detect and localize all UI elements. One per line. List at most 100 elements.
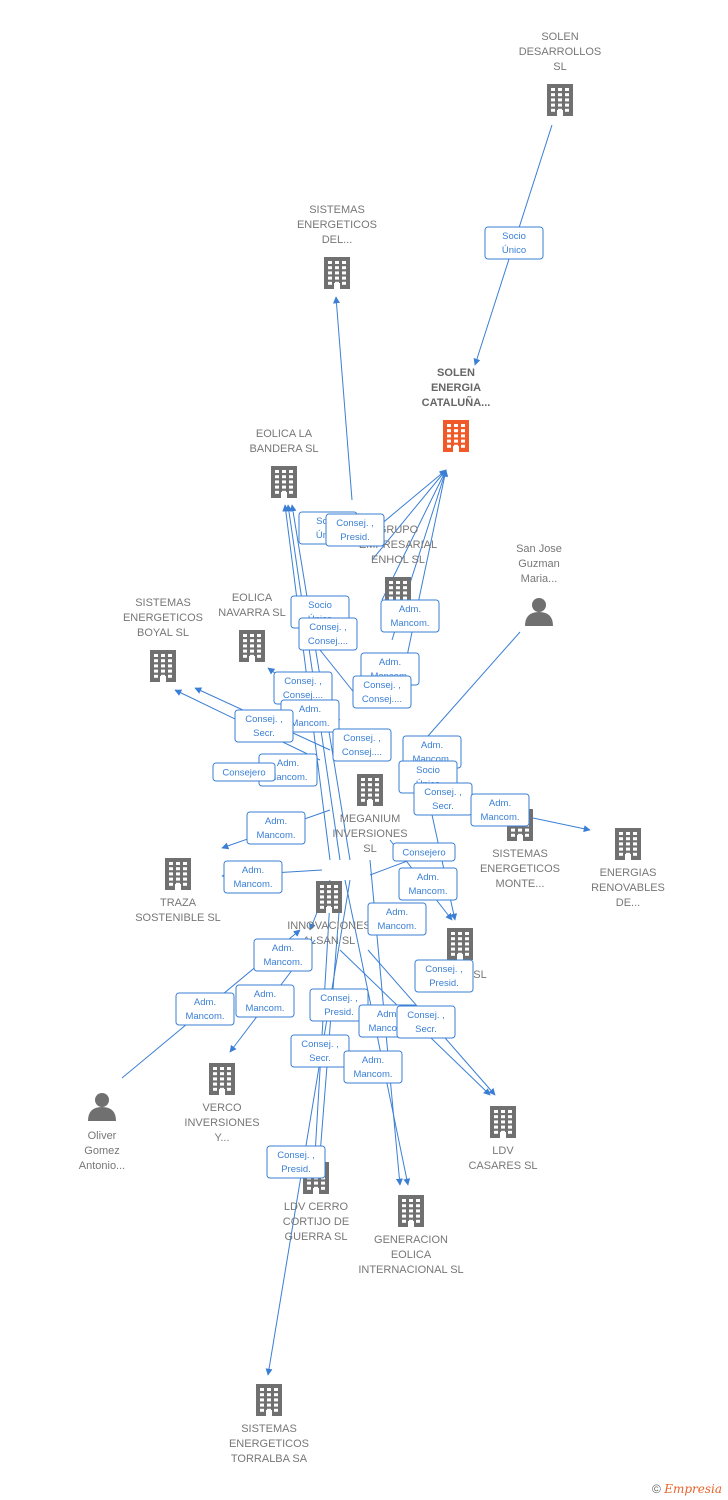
- relation-text: Adm.: [386, 907, 408, 918]
- relation-text: Adm.: [399, 604, 421, 615]
- node-label: NAVARRA SL: [218, 607, 285, 619]
- node-label: ALSAN SL: [303, 935, 356, 947]
- relation-label[interactable]: Consej. ,Secr.: [234, 709, 294, 743]
- node-sl-unnamed[interactable]: SL: [447, 928, 487, 981]
- building-icon: [239, 630, 265, 662]
- node-label: ENERGIA: [431, 382, 481, 394]
- node-label: CATALUÑA...: [422, 396, 491, 409]
- relation-text: Mancom.: [412, 754, 451, 765]
- relation-text: Socio: [416, 765, 440, 776]
- relation-text: Adm.: [299, 704, 321, 715]
- node-label: DESARROLLOS: [519, 46, 602, 58]
- node-label: ENERGETICOS: [229, 1438, 309, 1450]
- relation-label[interactable]: Adm.Mancom.: [343, 1050, 403, 1084]
- relation-text: Mancom.: [185, 1011, 224, 1022]
- relation-label[interactable]: Consejero: [392, 842, 456, 862]
- building-icon: [271, 466, 297, 498]
- relation-label[interactable]: Adm. Mancom.: [402, 735, 462, 769]
- building-icon: [150, 650, 176, 682]
- relation-label[interactable]: Adm.Mancom.: [223, 860, 283, 894]
- building-icon: [443, 420, 469, 452]
- node-label: SOLEN: [541, 31, 578, 43]
- relation-text: Consej. ,: [424, 787, 462, 798]
- node-sistemas-del[interactable]: SISTEMASENERGETICOSDEL...: [297, 204, 377, 289]
- relation-label[interactable]: Consej. ,Consej....: [332, 728, 392, 762]
- node-verco[interactable]: VERCOINVERSIONESY...: [184, 1063, 260, 1144]
- relation-text: Presid.: [324, 1007, 354, 1018]
- node-label: Guzman: [518, 558, 560, 570]
- relation-text: Consej. ,: [363, 680, 401, 691]
- relation-text: Consej. ,: [320, 993, 358, 1004]
- node-label: CORTIJO DE: [283, 1216, 349, 1228]
- relation-text: Consej. ,: [245, 714, 283, 725]
- relation-label[interactable]: Consej. ,Secr.: [413, 782, 473, 816]
- relation-text: Consej. ,: [407, 1010, 445, 1021]
- relation-text: Consej. ,: [277, 1150, 315, 1161]
- node-label: EOLICA: [232, 592, 273, 604]
- node-label: ENERGIAS: [600, 867, 657, 879]
- building-icon: [357, 774, 383, 806]
- node-oliver[interactable]: OliverGomezAntonio...: [79, 1093, 125, 1172]
- node-label: MEGANIUM: [340, 813, 401, 825]
- relation-text: Consej....: [308, 636, 348, 647]
- relation-text: Consej. ,: [301, 1039, 339, 1050]
- relation-text: Adm.: [421, 740, 443, 751]
- relation-text: Socio: [308, 600, 332, 611]
- node-label: DE...: [616, 897, 640, 909]
- relation-label[interactable]: Adm.Mancom.: [380, 599, 440, 633]
- node-label: San Jose: [516, 543, 562, 555]
- node-solen-desarrollos[interactable]: SOLEN DESARROLLOS SL: [519, 31, 602, 116]
- relation-text: Socio: [502, 231, 526, 242]
- node-eolica-navarra[interactable]: EOLICA NAVARRA SL: [218, 592, 286, 662]
- node-solen-energia[interactable]: SOLENENERGIACATALUÑA...: [422, 367, 491, 452]
- relation-edge: [419, 631, 521, 746]
- node-label: DEL...: [322, 234, 353, 246]
- brand-logo-text: Empresia: [664, 1482, 722, 1496]
- relation-label[interactable]: Consej. , Presid.: [266, 1145, 326, 1179]
- relation-label[interactable]: Adm.Mancom.: [367, 902, 427, 936]
- relation-edge: [333, 296, 353, 501]
- relation-text: Presid.: [340, 532, 370, 543]
- node-label: SISTEMAS: [492, 848, 548, 860]
- relation-label[interactable]: Adm.Mancom.: [253, 938, 313, 972]
- building-icon: [615, 828, 641, 860]
- relation-text: Presid.: [281, 1164, 311, 1175]
- person-icon: [88, 1093, 116, 1121]
- node-label: GRUPO: [378, 524, 419, 536]
- relation-label[interactable]: Consejero: [212, 762, 276, 782]
- footer-brand[interactable]: © Empresia: [652, 1482, 722, 1496]
- node-label: SL: [553, 61, 566, 73]
- relation-label[interactable]: Consej. ,Consej....: [352, 675, 412, 709]
- relation-label[interactable]: Consej. ,Presid.: [325, 513, 385, 547]
- node-label: MONTE...: [496, 878, 545, 890]
- relation-text: Adm.: [265, 816, 287, 827]
- relation-label[interactable]: Consej. ,Presid.: [414, 959, 474, 993]
- relation-label[interactable]: Consej. , Presid.: [309, 988, 369, 1022]
- relation-label[interactable]: Adm.Mancom.: [235, 984, 295, 1018]
- node-label: ENERGETICOS: [123, 612, 203, 624]
- relation-label[interactable]: Consej. ,Secr.: [396, 1005, 456, 1039]
- building-icon: [256, 1384, 282, 1416]
- relation-label[interactable]: Consej. ,Consej....: [273, 671, 333, 705]
- relation-edge: [401, 469, 449, 681]
- relation-label[interactable]: Adm.Mancom.: [246, 811, 306, 845]
- relation-label[interactable]: Adm.Mancom.: [175, 992, 235, 1026]
- node-energias-renovables[interactable]: ENERGIASRENOVABLESDE...: [591, 828, 665, 909]
- relation-label[interactable]: Adm.Mancom.: [470, 793, 530, 827]
- node-san-jose[interactable]: San JoseGuzmanMaria...: [516, 543, 562, 626]
- relation-label[interactable]: Adm.Mancom.: [398, 867, 458, 901]
- node-label: EOLICA LA: [256, 428, 313, 440]
- relation-label[interactable]: Consej. ,Consej....: [298, 617, 358, 651]
- relation-label[interactable]: Consej. ,Secr.: [290, 1034, 350, 1068]
- node-label: SL: [473, 969, 486, 981]
